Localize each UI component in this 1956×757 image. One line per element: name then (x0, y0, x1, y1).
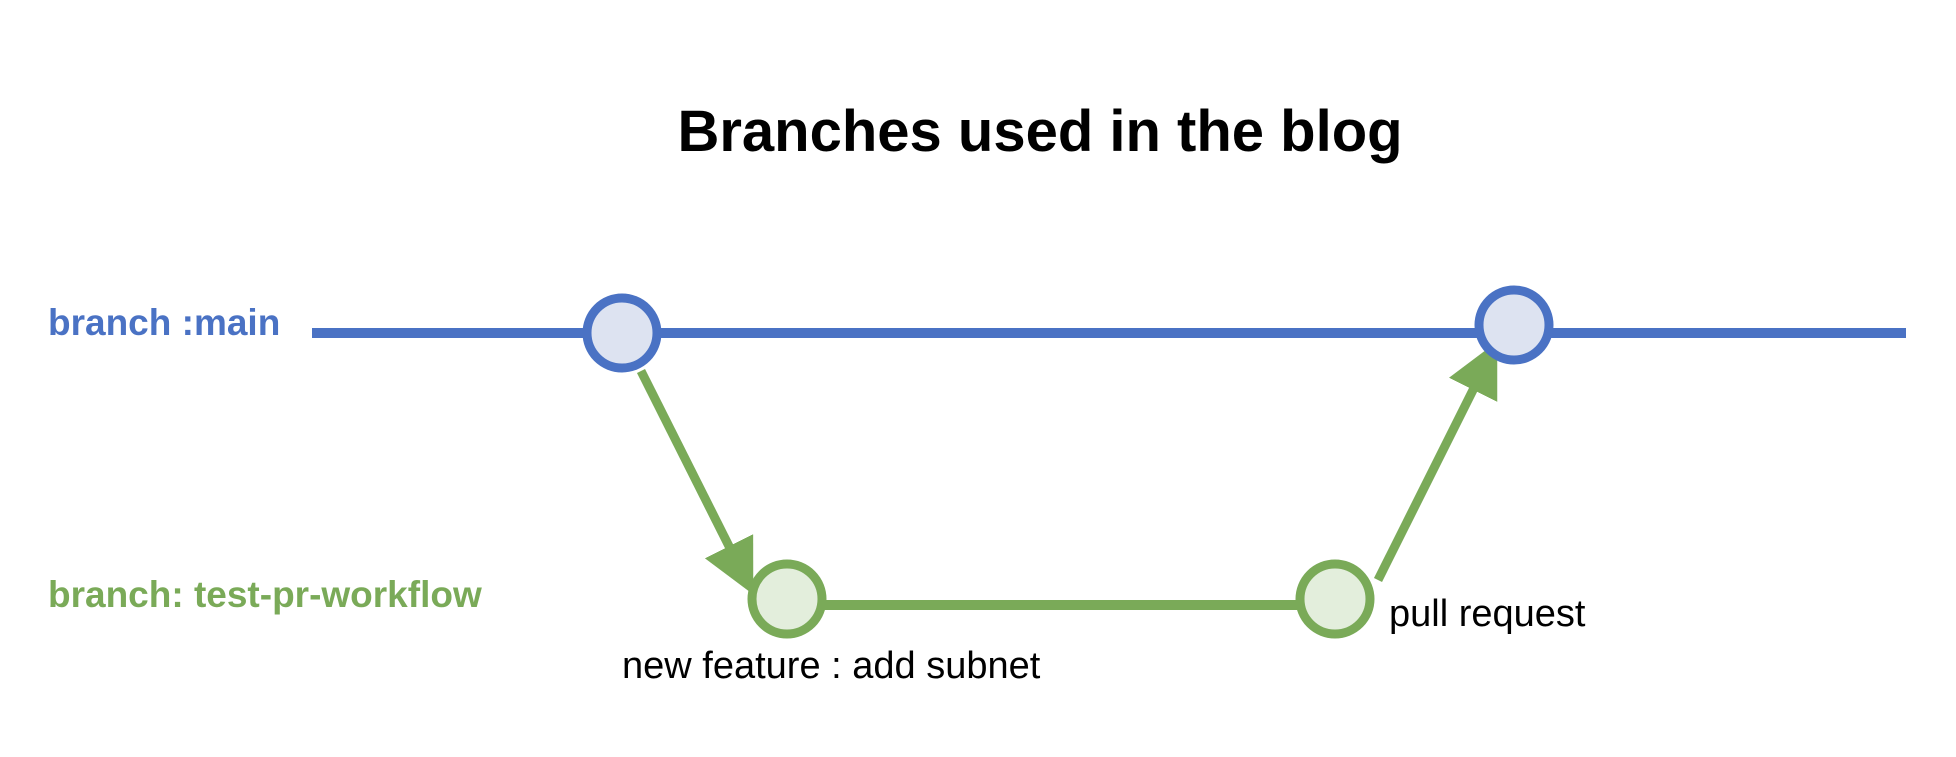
feature-commit-pull-request (1295, 559, 1375, 639)
new-feature-annotation: new feature : add subnet (622, 645, 1041, 687)
diagram-title: Branches used in the blog (677, 99, 1403, 164)
main-commit-start (582, 293, 662, 373)
main-commit-merge (1474, 285, 1554, 365)
feature-branch-label: branch: test-pr-workflow (48, 574, 482, 615)
feature-commit-new-feature (747, 559, 827, 639)
branch-off-arrow (636, 368, 754, 595)
main-branch-label: branch :main (48, 302, 281, 343)
pull-request-annotation: pull request (1389, 593, 1586, 635)
pull-request-arrow (1373, 341, 1498, 583)
